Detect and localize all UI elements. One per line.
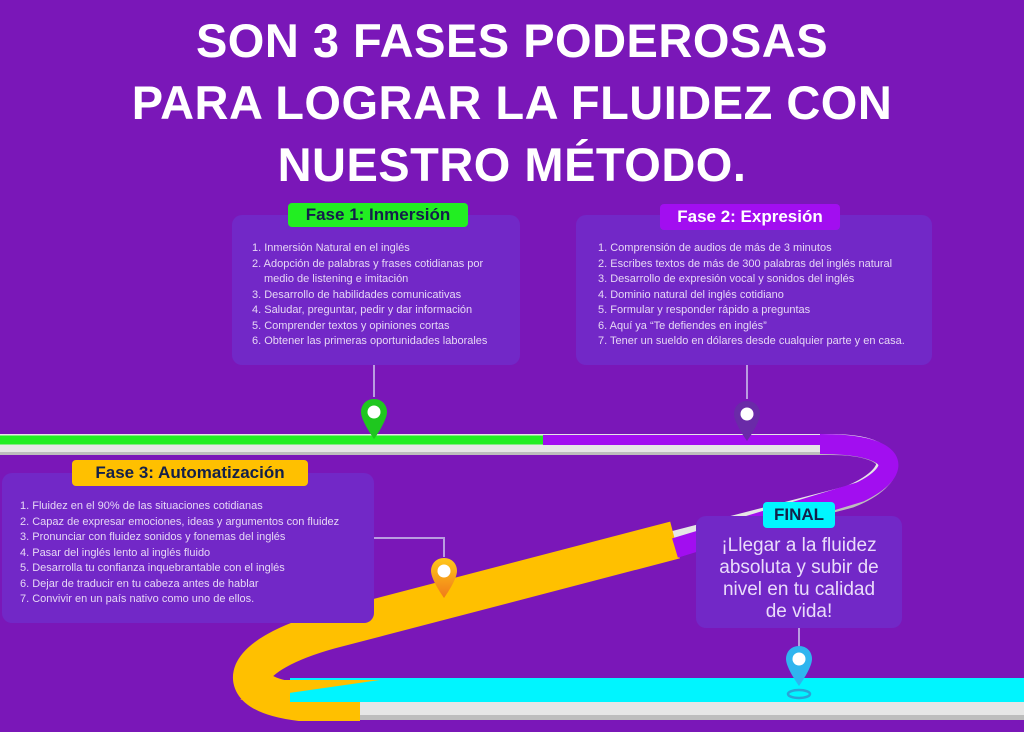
list-item: 2. Capaz de expresar emociones, ideas y … [20,515,340,528]
page-title: SON 3 FASES PODEROSAS PARA LOGRAR LA FLU… [0,10,1024,196]
list-item: 3. Desarrollo de habilidades comunicativ… [252,288,462,301]
list-item: 4. Pasar del inglés lento al inglés flui… [20,546,211,559]
phase-3-list: 1. Fluidez en el 90% de las situaciones … [20,499,366,608]
final-line-4: de vida! [765,601,833,622]
list-item: 4. Saludar, preguntar, pedir y dar infor… [252,304,473,316]
purple-map-pin-icon [734,401,760,441]
final-card [696,516,902,628]
road-segment-phase3 [233,521,680,721]
list-item: 7. Tener un sueldo en dólares desde cual… [598,335,905,347]
list-item: 3. Desarrollo de expresión vocal y sonid… [598,273,855,285]
list-item: 1. Fluidez en el 90% de las situaciones … [20,500,263,512]
phase-3-connector-down [443,537,445,557]
orange-map-pin-icon [431,558,457,598]
list-item: 6. Dejar de traducir en tu cabeza antes … [20,577,259,590]
title-line-3: NUESTRO MÉTODO. [277,138,747,191]
list-item: 3. Pronunciar con fluidez sonidos y fone… [20,531,286,543]
phase-3-connector [374,537,444,539]
list-item: 2. Adopción de palabras y frases cotidia… [252,257,484,286]
list-item: 2. Escribes textos de más de 300 palabra… [598,257,893,270]
list-item: 5. Comprender textos y opiniones cortas [252,319,450,332]
phase-2-badge: Fase 2: Expresión [660,204,840,230]
final-message: ¡Llegar a la fluidez absoluta y subir de… [696,535,902,623]
phase-2-card: 1. Comprensión de audios de más de 3 min… [576,215,932,365]
phase-1-card: 1. Inmersión Natural en el inglés 2. Ado… [232,215,520,365]
list-item: 5. Formular y responder rápido a pregunt… [598,304,811,316]
cyan-map-pin-icon [786,646,812,700]
final-line-1: ¡Llegar a la fluidez [721,535,877,556]
phase-1-connector [373,365,375,397]
title-line-2: PARA LOGRAR LA FLUIDEZ CON [131,76,893,129]
title-line-1: SON 3 FASES PODEROSAS [195,14,829,67]
list-item: 4. Dominio natural del inglés cotidiano [598,288,784,301]
phase-3-badge: Fase 3: Automatización [72,460,308,486]
list-item: 6. Obtener las primeras oportunidades la… [252,335,488,347]
phase-2-connector [746,365,748,399]
green-map-pin-icon [361,399,387,439]
final-connector [798,628,800,650]
list-item: 1. Comprensión de audios de más de 3 min… [598,242,832,254]
phase-3-card: 1. Fluidez en el 90% de las situaciones … [2,473,374,623]
final-badge: FINAL [763,502,835,528]
phase-1-badge: Fase 1: Inmersión [288,203,468,227]
list-item: 5. Desarrolla tu confianza inquebrantabl… [20,562,285,574]
phase-1-list: 1. Inmersión Natural en el inglés 2. Ado… [252,241,508,350]
phase-2-list: 1. Comprensión de audios de más de 3 min… [598,241,922,350]
final-line-2: absoluta y subir de [719,557,879,578]
list-item: 1. Inmersión Natural en el inglés [252,242,410,254]
list-item: 6. Aquí ya “Te defiendes en inglés” [598,319,767,332]
list-item: 7. Convivir en un país nativo como uno d… [20,593,255,605]
final-line-3: nivel en tu calidad [722,579,876,600]
